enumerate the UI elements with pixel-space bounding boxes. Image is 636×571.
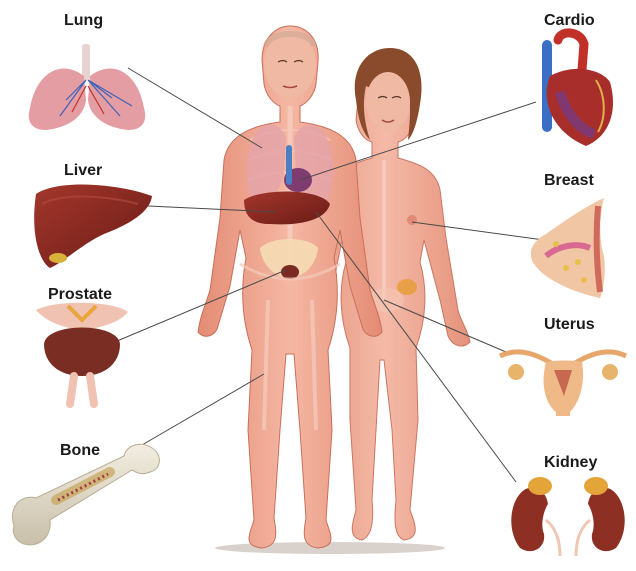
prostate-label: Prostate	[48, 286, 112, 304]
breast-label: Breast	[544, 172, 594, 190]
breast-illustration	[531, 198, 605, 298]
prostate-illustration	[36, 303, 128, 404]
kidney-illustration	[511, 477, 624, 556]
uterus-illustration	[500, 352, 626, 416]
liver-illustration	[34, 184, 152, 268]
bone-label: Bone	[60, 442, 100, 460]
kidney-label: Kidney	[544, 454, 597, 472]
bone-leader-line	[130, 374, 264, 452]
lung-label: Lung	[64, 12, 103, 30]
uterus-label: Uterus	[544, 316, 595, 334]
liver-label: Liver	[64, 162, 102, 180]
cardio-label: Cardio	[544, 12, 595, 30]
lung-leader-line	[128, 68, 262, 148]
heart-illustration	[542, 33, 613, 146]
ground-shadow	[215, 542, 445, 554]
lung-illustration	[29, 44, 145, 130]
